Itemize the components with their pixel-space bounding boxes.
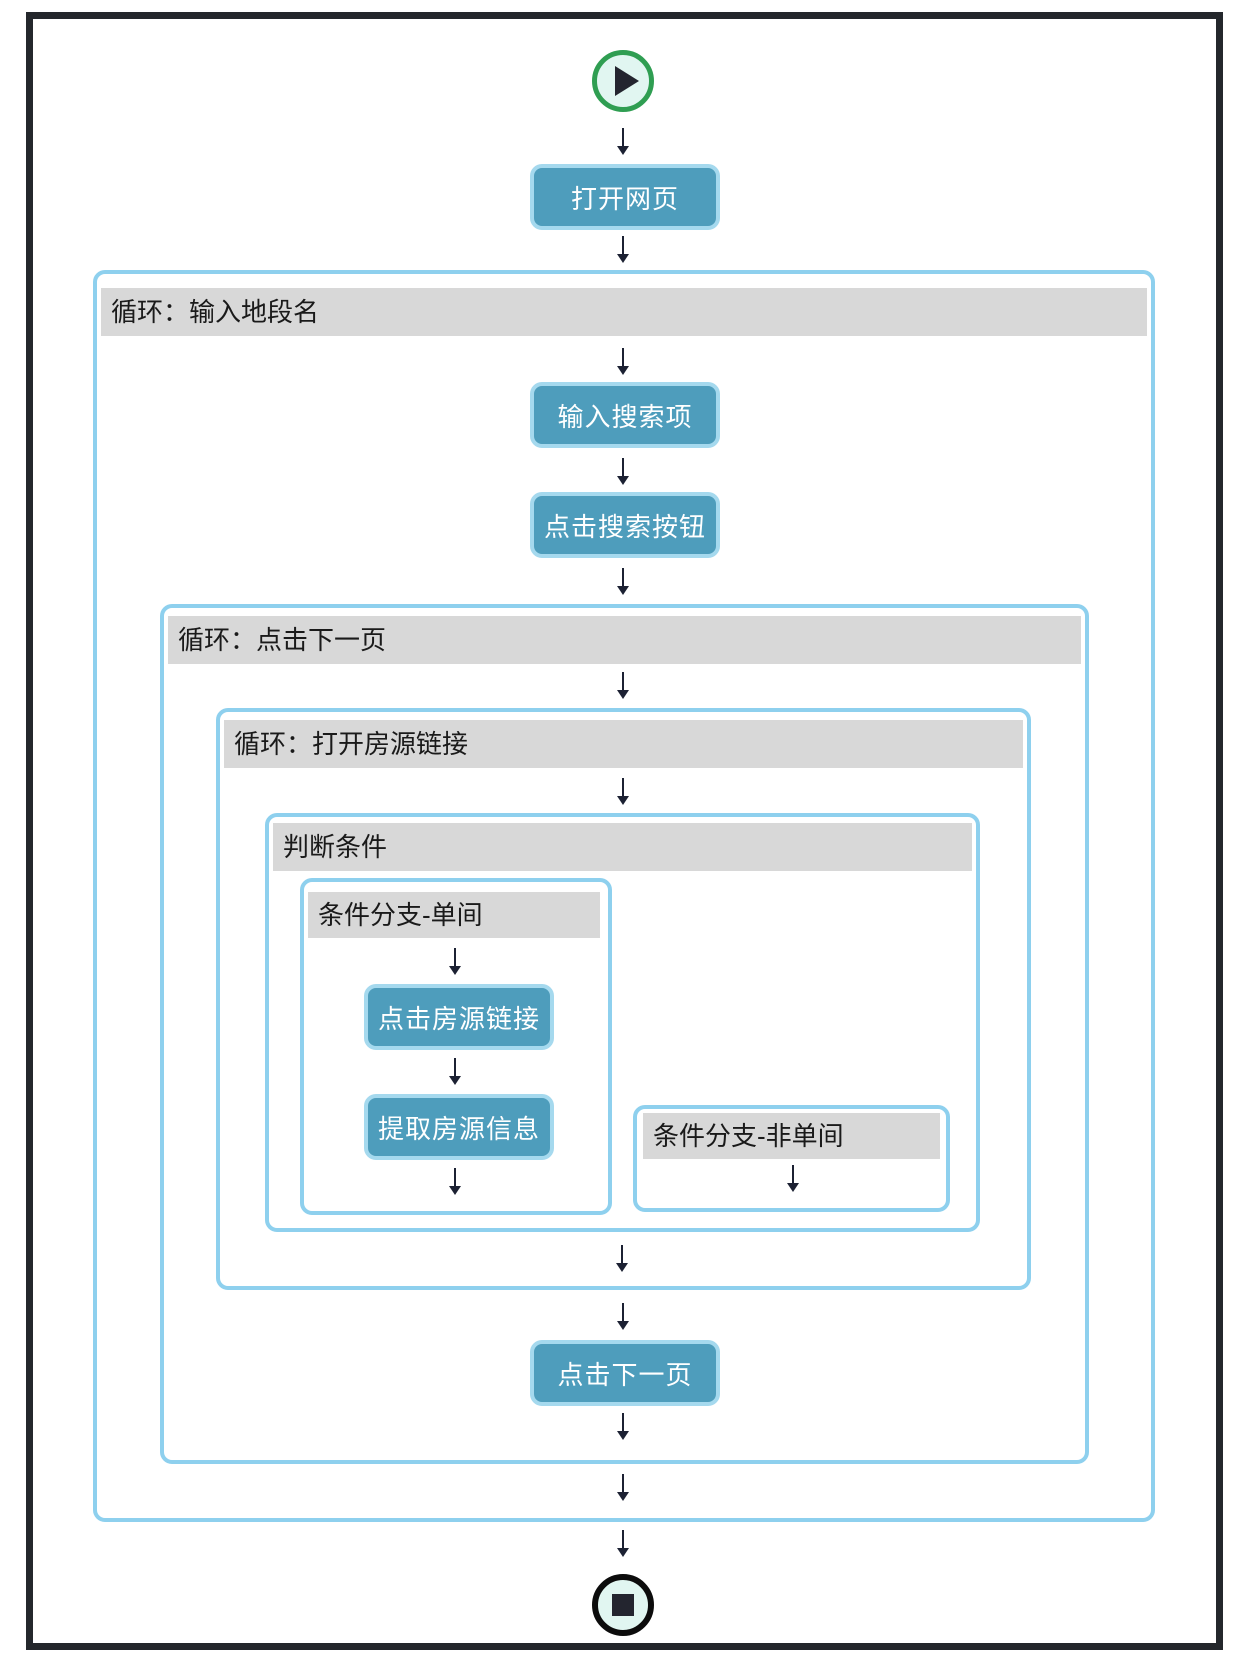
play-icon: [614, 66, 639, 96]
flow-arrow-down: [615, 458, 631, 485]
flow-arrow-down: [447, 948, 463, 975]
step-click-search[interactable]: 点击搜索按钮: [530, 492, 720, 558]
flow-arrow-down: [614, 1245, 630, 1272]
loop-open-listing-header[interactable]: 循环：打开房源链接: [224, 720, 1023, 768]
flow-arrow-down: [447, 1058, 463, 1085]
flow-arrow-down: [447, 1168, 463, 1195]
step-click-next-page[interactable]: 点击下一页: [530, 1340, 720, 1406]
flow-arrow-down: [615, 568, 631, 595]
branch-single-room-container: 条件分支-单间 点击房源链接 提取房源信息: [300, 878, 612, 1215]
loop-next-page-container: 循环：点击下一页 循环：打开房源链接 判断条件 条件分支-单间 点击房源链接: [160, 604, 1089, 1464]
branch-single-room-header[interactable]: 条件分支-单间: [308, 892, 600, 938]
flow-arrow-down: [615, 128, 631, 155]
flow-arrow-down: [615, 672, 631, 699]
step-extract-listing[interactable]: 提取房源信息: [364, 1094, 554, 1160]
branch-not-single-room-header[interactable]: 条件分支-非单间: [643, 1113, 940, 1159]
loop-open-listing-container: 循环：打开房源链接 判断条件 条件分支-单间 点击房源链接 提取房源信息: [216, 708, 1031, 1290]
flow-arrow-down: [615, 236, 631, 263]
step-input-search[interactable]: 输入搜索项: [530, 382, 720, 448]
flow-arrow-down: [615, 1303, 631, 1330]
condition-header[interactable]: 判断条件: [273, 823, 972, 871]
stop-icon: [612, 1594, 634, 1616]
loop-next-page-header[interactable]: 循环：点击下一页: [168, 616, 1081, 664]
flow-arrow-down: [615, 1530, 631, 1557]
flow-arrow-down: [615, 1474, 631, 1501]
loop-district-container: 循环：输入地段名 输入搜索项 点击搜索按钮 循环：点击下一页 循环：打开房源链接…: [93, 270, 1155, 1522]
flow-arrow-down: [615, 348, 631, 375]
condition-container: 判断条件 条件分支-单间 点击房源链接 提取房源信息 条件分支-非单间: [265, 813, 980, 1232]
start-icon[interactable]: [592, 50, 654, 112]
loop-district-header[interactable]: 循环：输入地段名: [101, 288, 1147, 336]
flow-arrow-down: [615, 778, 631, 805]
step-open-page[interactable]: 打开网页: [530, 164, 720, 230]
flow-arrow-down: [615, 1413, 631, 1440]
branch-not-single-room-container: 条件分支-非单间: [633, 1105, 950, 1212]
flow-arrow-down: [785, 1165, 801, 1192]
step-click-listing[interactable]: 点击房源链接: [364, 984, 554, 1050]
canvas-frame: [26, 12, 1223, 1650]
end-icon[interactable]: [592, 1574, 654, 1636]
